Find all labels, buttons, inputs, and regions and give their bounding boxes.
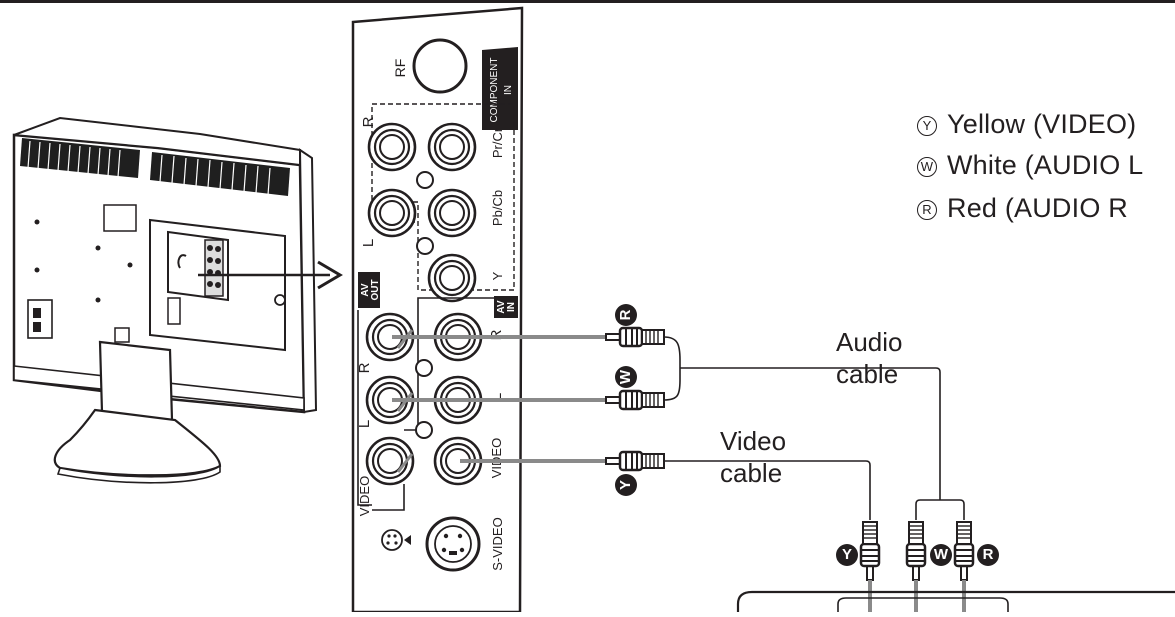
tv-rear-view [12,116,318,484]
av-out-label-2: OUT [370,279,381,300]
legend-text-y: Yellow (VIDEO) [947,109,1137,139]
video-cable-label-1: Video [720,426,787,456]
plug-code-bottom-r: R [977,544,999,566]
bottom-audio-l-plug [905,520,927,582]
audio-in-l-jack[interactable] [367,188,417,238]
audio-cable-label: Audio cable [836,326,903,390]
av-in-label-2: IN [506,302,517,312]
audio-l-plug [604,389,666,411]
legend-item-white: W White (AUDIO L [917,150,1143,181]
component-in-label-2: IN [503,85,514,95]
legend-item-red: R Red (AUDIO R [917,193,1128,224]
l-top-label: L [360,239,377,247]
cables [392,326,1175,612]
legend-code-w: W [917,157,937,177]
audio-r-plug [604,326,666,348]
audio-cable-label-2: cable [836,359,899,389]
plug-code-bottom-y: Y [836,544,858,566]
pr-cr-label: Pr/Cr [490,127,505,158]
video-cable-label: Video cable [720,425,786,489]
av-in-r-label: R [488,329,505,340]
audio-cable-label-1: Audio [836,327,903,357]
plug-code-audio-r: R [615,304,637,326]
pb-cb-label: Pb/Cb [490,190,505,226]
r-top-label: R [360,116,377,127]
plug-code-video-y: Y [615,474,637,496]
plug-code-bottom-w: W [930,544,952,566]
pr-cr-jack[interactable] [427,122,477,172]
audio-in-r-jack[interactable] [367,122,417,172]
bottom-audio-r-plug [953,520,975,582]
av-in-video-label: VIDEO [489,438,504,478]
y-jack[interactable] [427,253,477,303]
bottom-video-plug [859,520,881,582]
video-plug [604,450,666,472]
component-in-label-1: COMPONENT [489,58,500,123]
legend-text-w: White (AUDIO L [947,150,1144,180]
av-out-video-label: VIDEO [357,476,372,516]
av-out-l-label: L [356,420,373,428]
y-label: Y [490,271,505,280]
svideo-label: S-VIDEO [490,517,505,570]
legend-item-yellow: Y Yellow (VIDEO) [917,109,1136,140]
connector-panel: RF COMPONENT IN R L Pr/Cr Pb/Cb Y AV OUT… [351,6,524,614]
svideo-symbol-icon [381,529,403,551]
av-out-r-label: R [356,362,373,373]
av-out-label-1: AV [360,283,371,296]
source-device [736,590,1175,612]
pointer-arrow [198,260,343,290]
rf-label: RF [392,59,408,78]
video-cable-label-2: cable [720,458,783,488]
pb-cb-jack[interactable] [427,188,477,238]
legend-code-y: Y [917,116,937,136]
legend-code-r: R [917,200,937,220]
plug-code-audio-w: W [615,366,637,388]
legend-text-r: Red (AUDIO R [947,193,1128,223]
av-in-label-1: AV [496,300,507,313]
av-in-l-label: L [488,393,505,401]
